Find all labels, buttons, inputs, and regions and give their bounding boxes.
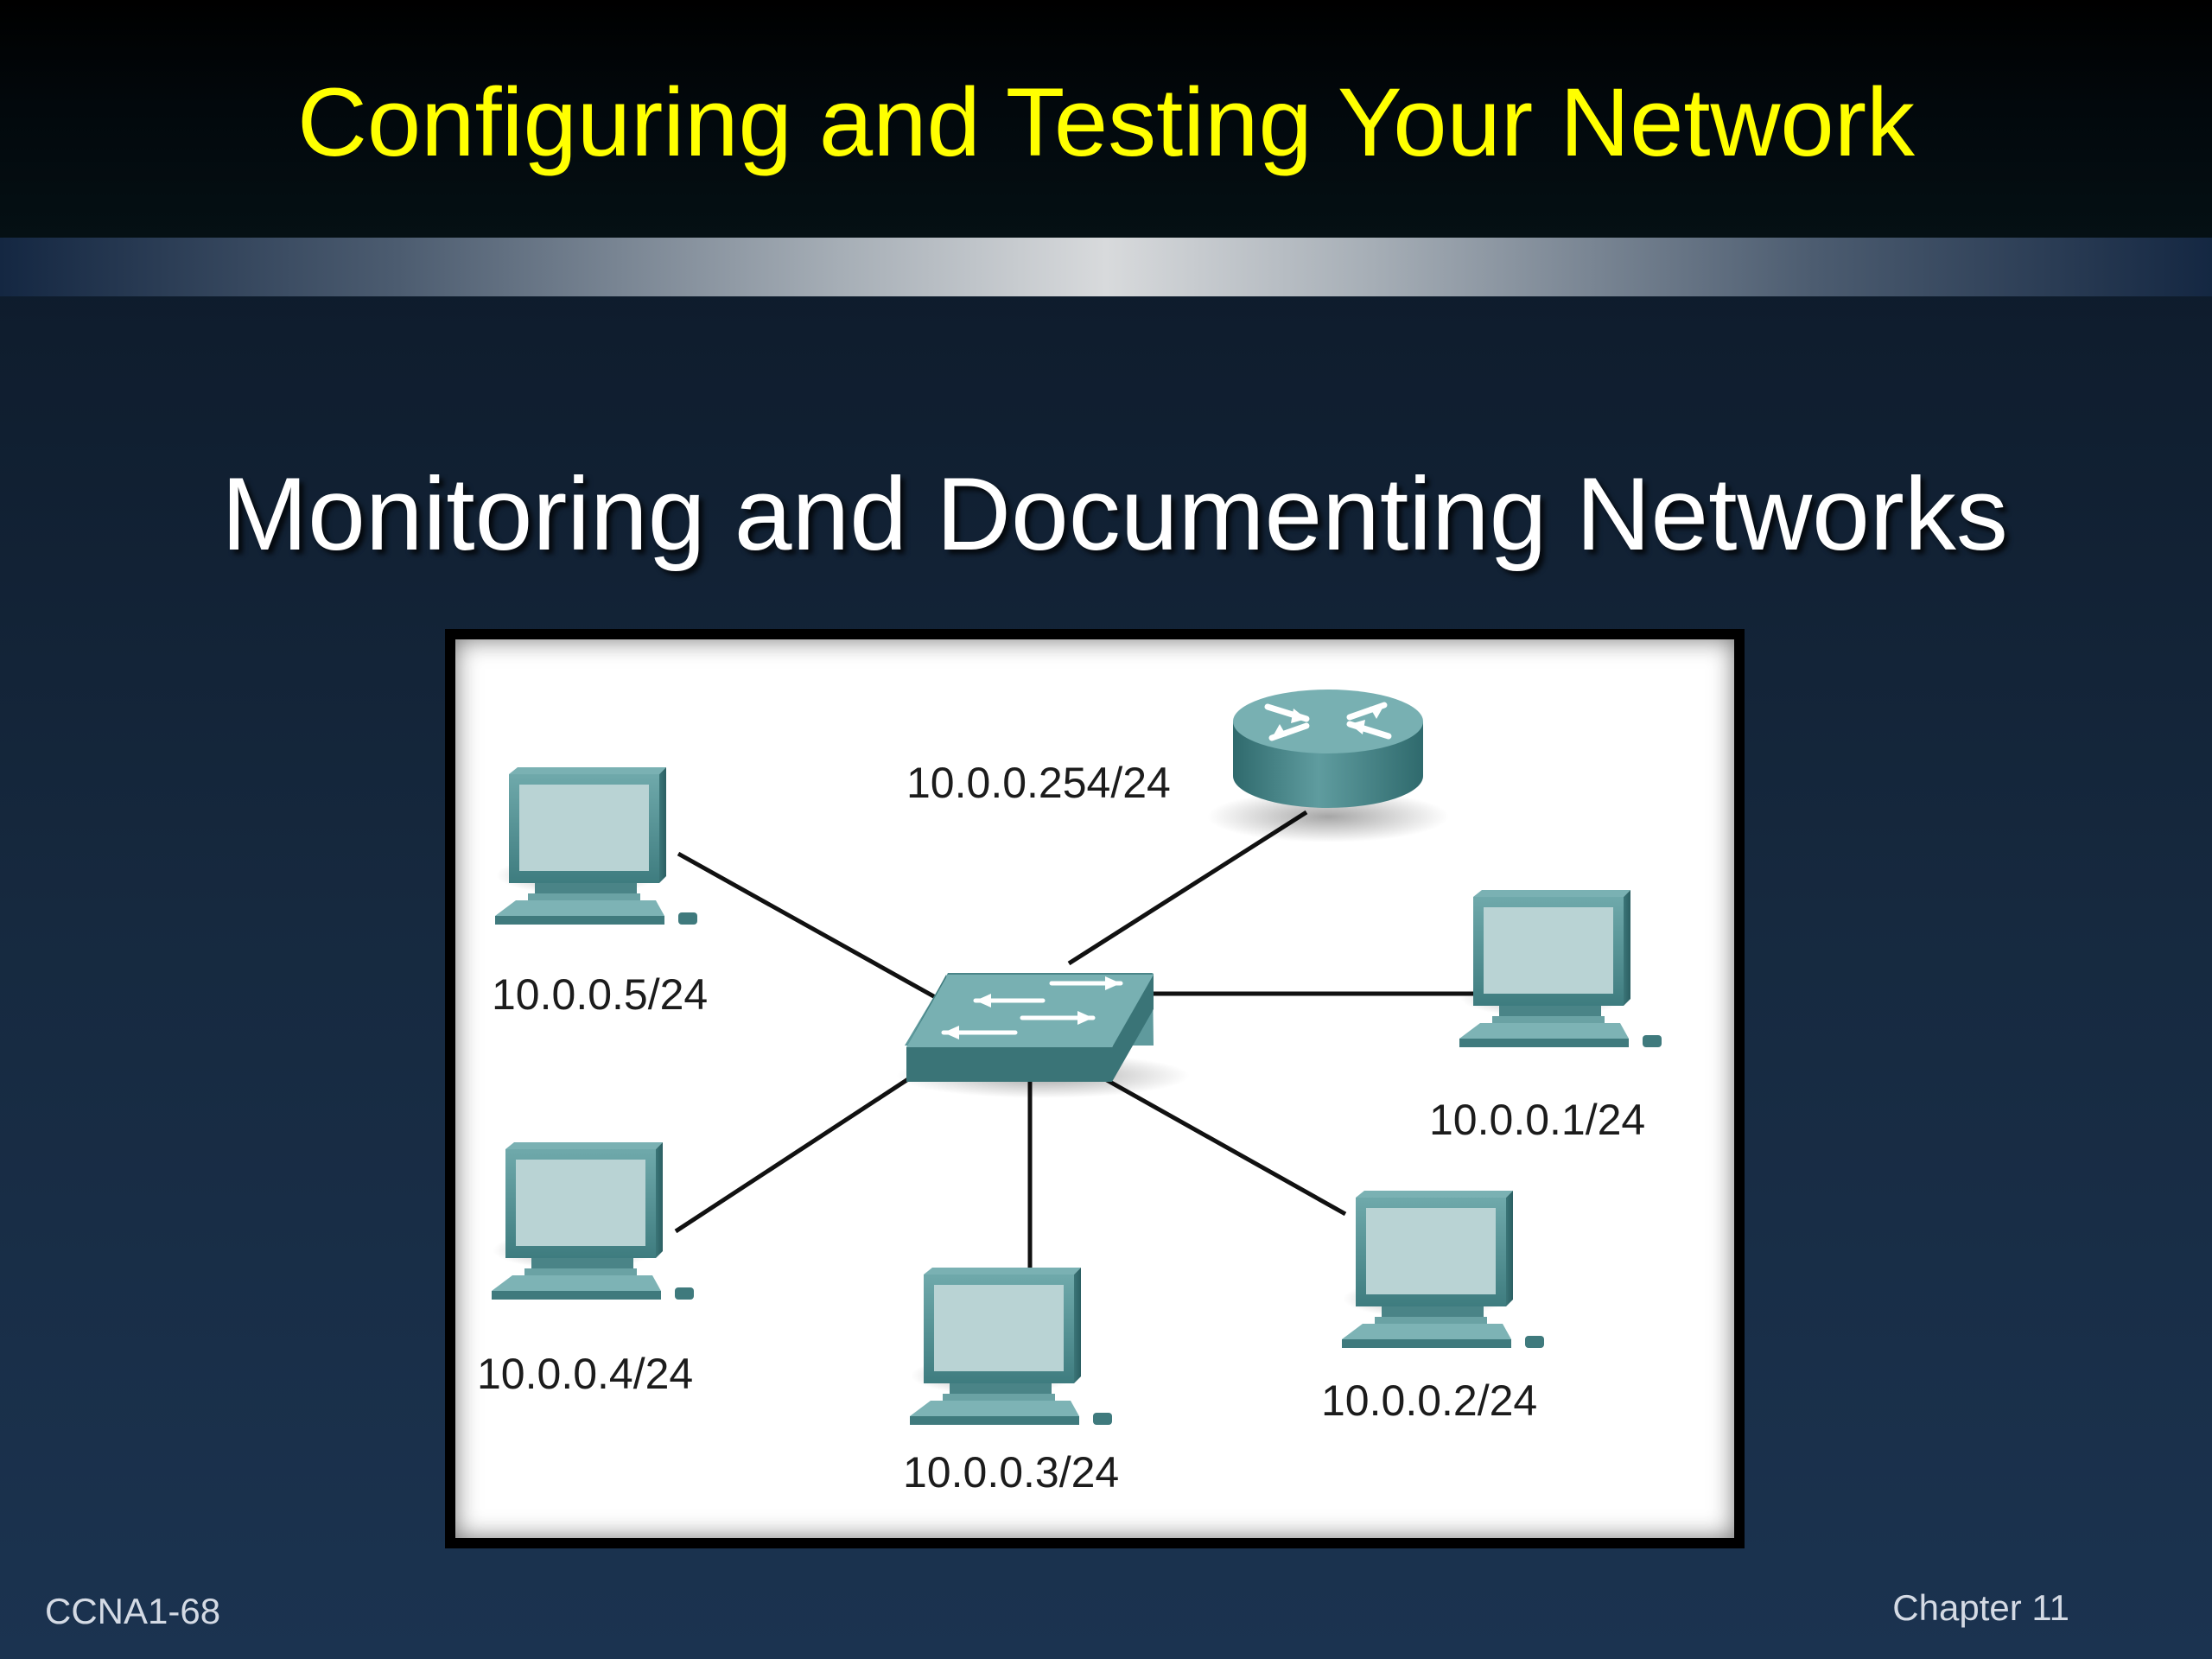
host2-address-label: 10.0.0.2/24 [1321,1376,1537,1425]
pc-icon-host5 [495,767,697,925]
footer-slide-id: CCNA1-68 [45,1591,221,1631]
footer-chapter: Chapter 11 [1892,1587,2069,1628]
header-title: Configuring and Testing Your Network [296,68,1915,176]
slide-title: Monitoring and Documenting Networks [221,456,2008,572]
host5-address-label: 10.0.0.5/24 [492,970,708,1019]
link-switch-host4 [674,1073,915,1234]
host3-address-label: 10.0.0.3/24 [903,1448,1119,1497]
link-switch-host5 [677,851,954,1009]
router-address-label: 10.0.0.254/24 [906,759,1171,807]
host1-address-label: 10.0.0.1/24 [1429,1096,1645,1144]
links [674,810,1475,1283]
header-band: Configuring and Testing Your Network [0,0,2212,238]
network-diagram: 10.0.0.254/24 10.0.0.5/24 10.0.0.4/24 10… [455,639,1734,1538]
divider-bar [0,238,2212,296]
pc-icon-host2 [1342,1191,1544,1348]
pc-icon-host3 [910,1268,1112,1425]
host4-address-label: 10.0.0.4/24 [477,1350,693,1398]
router-icon [1207,690,1449,842]
pc-icon-host1 [1459,890,1662,1047]
link-switch-host2 [1097,1073,1347,1217]
diagram-canvas: 10.0.0.254/24 10.0.0.5/24 10.0.0.4/24 10… [477,690,1662,1497]
switch-icon [896,973,1190,1098]
pc-icon-host4 [492,1142,694,1300]
network-diagram-frame: 10.0.0.254/24 10.0.0.5/24 10.0.0.4/24 10… [445,629,1745,1548]
